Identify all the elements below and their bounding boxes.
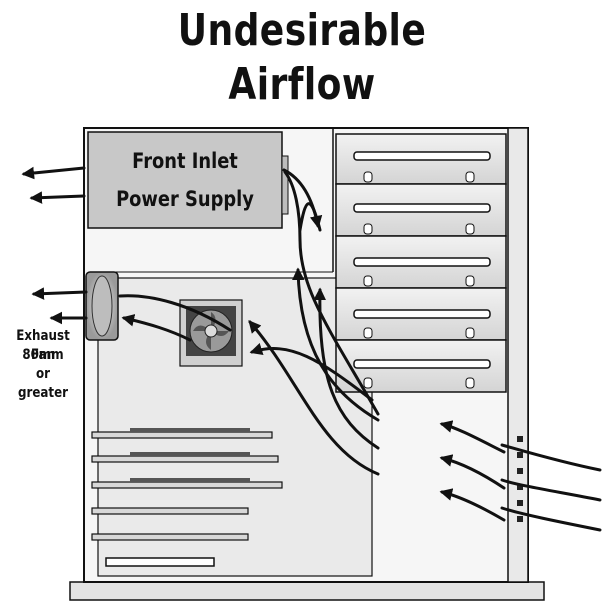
drive-bays	[335, 133, 507, 393]
exhaust-fan-note-line3: or greater	[17, 366, 69, 401]
cpu-fan-icon	[179, 299, 243, 367]
power-supply	[87, 131, 283, 229]
diagram-title-line1: Undesirable	[177, 5, 427, 56]
psu-inlet-grille	[281, 155, 289, 215]
diagram-title-line2: Airflow	[228, 59, 376, 110]
exhaust-fan-note-line1: Exhaust Fan	[16, 328, 70, 363]
exhaust-fan-note-line2: 80mm	[22, 347, 64, 363]
expansion-slots	[91, 428, 283, 567]
power-supply-label-line1: Front Inlet	[132, 149, 238, 173]
power-supply-label-line2: Power Supply	[116, 187, 254, 211]
exhaust-fan-icon	[85, 271, 119, 341]
front-vents	[517, 436, 523, 522]
exhaust-arrows	[21, 166, 88, 325]
airflow-paths	[118, 168, 602, 532]
case-base	[69, 581, 545, 601]
